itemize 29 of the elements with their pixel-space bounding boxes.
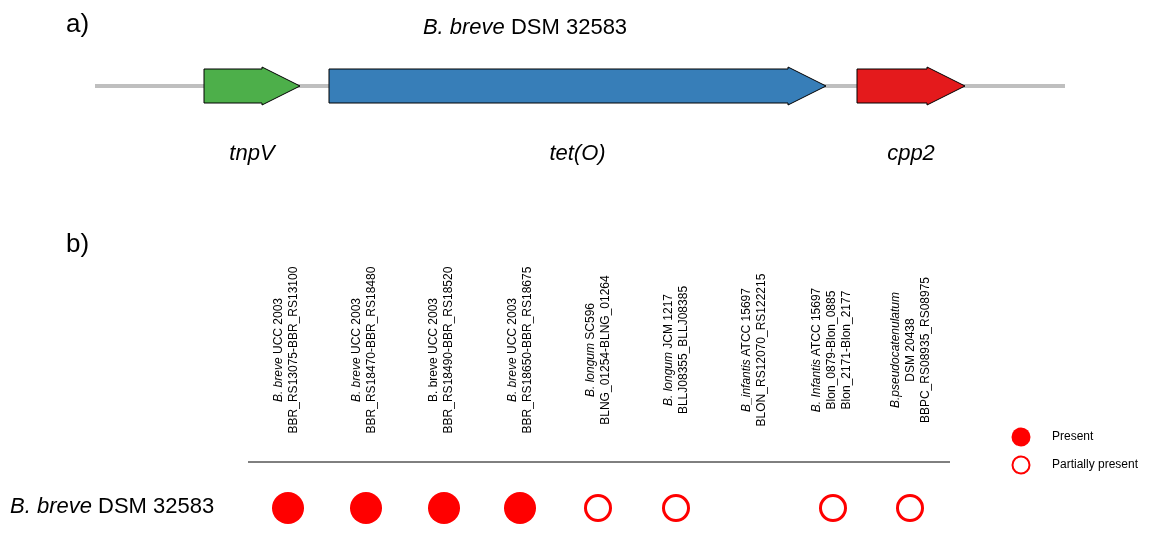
column-header: BLLJ08355_BLLJ08385 [676,284,691,417]
column-header: BLNG_01254-BLNG_01264 [598,274,613,427]
column-header: B. breve UCC 2003 [426,296,441,405]
gene-name: tet(O) [548,140,607,166]
column-header: B. breve UCC 2003 [271,296,286,405]
column-header: BLON_RS12070_RS122215 [754,272,769,429]
gene-name: tnpV [228,140,277,166]
panel-label: a) [66,8,90,39]
gene-name: cpp2 [886,140,936,166]
column-header: B. longum JCM 1217 [661,292,676,409]
legend-text: Partially present [1052,457,1139,471]
column-header: BBR_RS18650-BBR_RS18675 [520,265,535,436]
panel-title: B. breve DSM 32583 [421,14,629,40]
column-header: Blon_0879-Blon_0885 [823,289,839,412]
column-header: B. longum SC596 [583,301,598,400]
column-header: DSM 20438 [902,317,918,384]
column-header: Blon_2171-Blon_2177 [838,289,854,412]
column-header: B. breve UCC 2003 [505,296,520,405]
panel-label: b) [66,228,90,259]
column-header: BBR_RS13075-BBR_RS13100 [286,265,301,436]
column-header: BBR_RS18470-BBR_RS18480 [364,265,379,436]
column-header: BBR_RS18490-BBR_RS18520 [441,265,456,436]
row-label: B. breve DSM 32583 [10,493,215,519]
column-header: B. breve UCC 2003 [349,296,364,405]
column-header: B. Infantis ATCC 15697 [808,286,824,415]
column-header: BBPC_RS08935_RS08975 [917,275,933,426]
column-header: B.pseudocatenulatum [887,290,903,411]
column-header: B_infantis ATCC 15697 [739,287,754,414]
legend-text: Present [1052,429,1094,443]
